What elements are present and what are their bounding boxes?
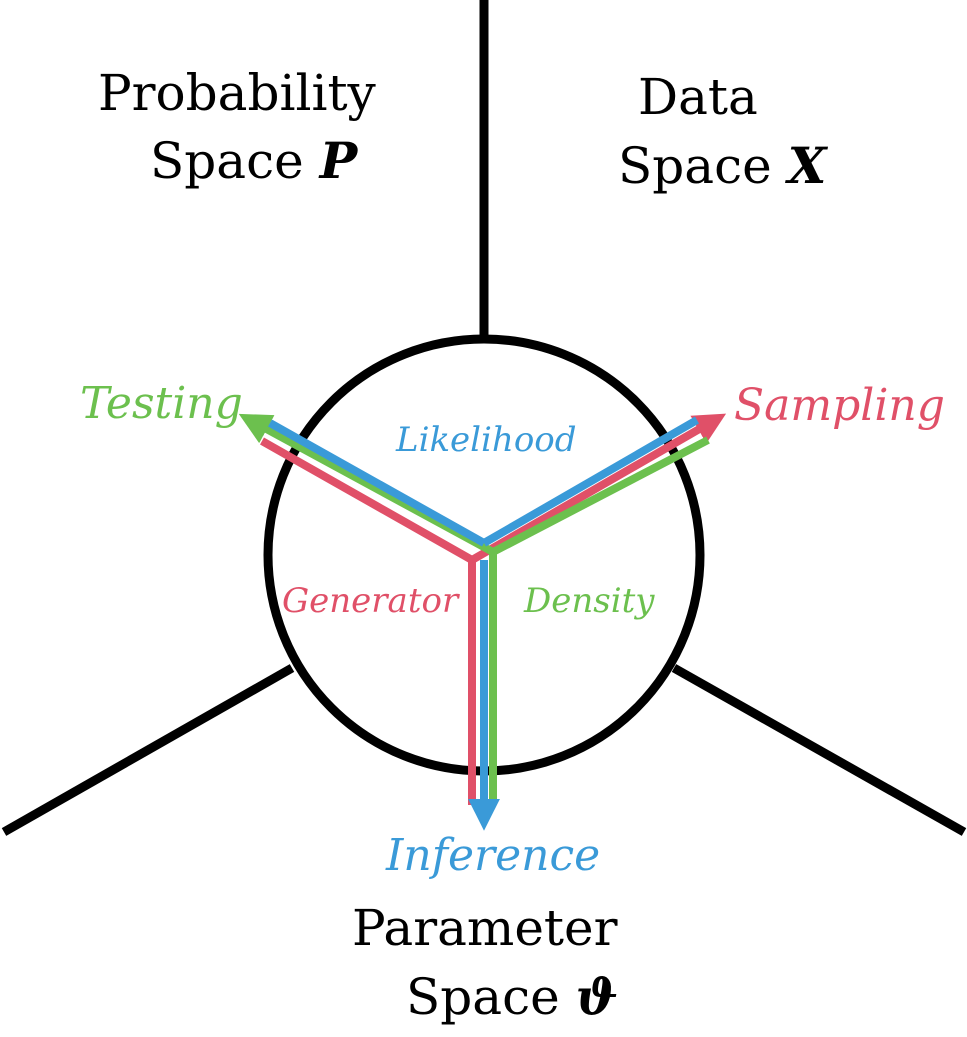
inference-label: Inference [385,830,600,881]
parameter-space-title: Parameter [352,899,618,957]
probability-space-word: Space [150,132,304,190]
generator-label: Generator [282,581,460,621]
red-path-sampling [470,413,727,564]
svg-text:Space X: Space X [618,136,829,195]
sampling-label: Sampling [734,380,945,431]
data-space-title: Data [638,68,758,126]
divider-left [1,664,295,836]
likelihood-label: Likelihood [395,420,577,460]
blue-path-sampling [481,416,700,547]
data-space-symbol: X [785,136,829,195]
divider-right [671,664,967,836]
space-dividers [1,0,967,836]
parameter-space-label: Parameter Space ϑ [352,899,618,1026]
probability-space-title: Probability [98,64,377,122]
svg-text:Space ϑ: Space ϑ [406,967,618,1026]
data-space-label: Data Space X [618,68,829,195]
parameter-space-symbol: ϑ [576,967,618,1026]
blue-path-testing [268,419,486,547]
data-space-word: Space [618,137,772,195]
probability-space-label: Probability Space P [98,64,377,190]
red-path-testing [260,437,476,805]
parameter-space-word: Space [406,968,560,1026]
green-path-sampling [491,436,710,556]
probability-space-symbol: P [318,131,359,190]
density-label: Density [523,581,655,621]
testing-label: Testing [80,378,243,429]
svg-text:Space P: Space P [150,131,359,190]
flow-paths [238,413,727,831]
